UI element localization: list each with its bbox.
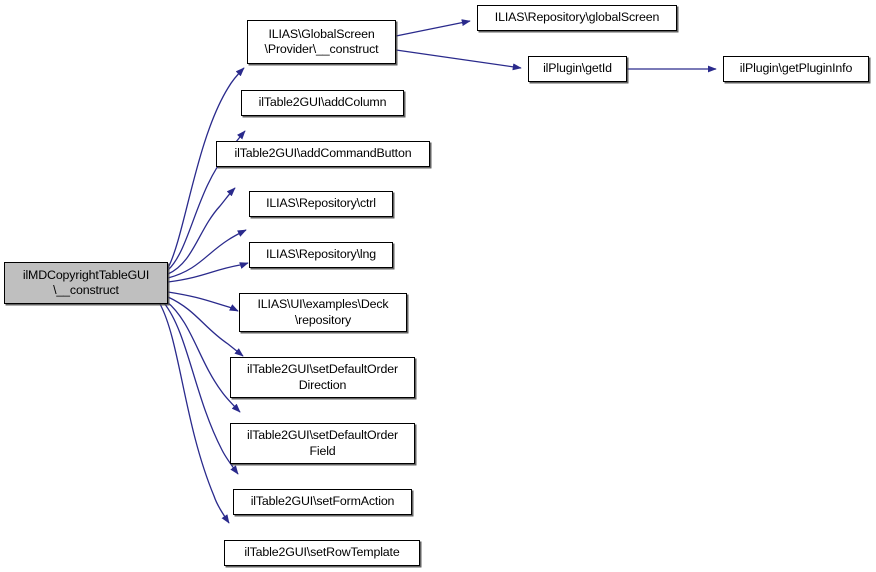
graph-node-label: ilTable2GUI\setFormAction bbox=[250, 494, 395, 509]
graph-edge-root-to-setformaction bbox=[163, 302, 239, 475]
graph-node-addcolumn[interactable]: ilTable2GUI\addColumn bbox=[241, 90, 404, 116]
graph-edge-root-to-repository_ctrl bbox=[167, 229, 247, 279]
graph-edge-root-to-setdefaultorderfield bbox=[165, 300, 241, 413]
graph-node-addcommandbutton[interactable]: ilTable2GUI\addCommandButton bbox=[216, 141, 430, 167]
graph-node-label: ILIAS\GlobalScreen \Provider\__construct bbox=[264, 26, 379, 57]
graph-edge-globalscreen_provider_construct-to-ilplugin_getid bbox=[395, 49, 522, 71]
graph-edge-root-to-setrowtemplate bbox=[159, 303, 230, 524]
graph-node-ilplugin_getplugininfo[interactable]: ilPlugin\getPluginInfo bbox=[723, 56, 869, 82]
graph-node-setformaction[interactable]: ilTable2GUI\setFormAction bbox=[233, 489, 412, 515]
graph-node-label: ILIAS\Repository\ctrl bbox=[266, 196, 376, 211]
graph-node-label: ILIAS\Repository\lng bbox=[266, 247, 376, 262]
graph-node-setdefaultorderfield[interactable]: ilTable2GUI\setDefaultOrder Field bbox=[230, 423, 415, 464]
graph-edge-root-to-setdefaultorderdirection bbox=[167, 296, 244, 357]
graph-node-setdefaultorderdirection[interactable]: ilTable2GUI\setDefaultOrder Direction bbox=[230, 357, 415, 398]
graph-node-label: ilTable2GUI\setDefaultOrder Direction bbox=[247, 362, 398, 392]
graph-node-label: ilTable2GUI\addCommandButton bbox=[234, 146, 412, 161]
graph-node-root[interactable]: ilMDCopyrightTableGUI \__construct bbox=[4, 262, 168, 304]
graph-edge-root-to-addcommandbutton bbox=[167, 187, 236, 275]
graph-node-repository_lng[interactable]: ILIAS\Repository\lng bbox=[249, 242, 393, 268]
graph-node-ui_examples_deck_repository[interactable]: ILIAS\UI\examples\Deck \repository bbox=[239, 293, 407, 332]
graph-node-repository_globalscreen[interactable]: ILIAS\Repository\globalScreen bbox=[477, 5, 677, 31]
graph-node-label: ILIAS\UI\examples\Deck \repository bbox=[257, 297, 389, 327]
graph-node-label: ilMDCopyrightTableGUI \__construct bbox=[22, 267, 150, 298]
graph-edge-root-to-globalscreen_provider_construct bbox=[167, 67, 245, 269]
graph-node-label: ILIAS\Repository\globalScreen bbox=[494, 10, 660, 25]
graph-edge-root-to-repository_lng bbox=[167, 262, 249, 283]
graph-edge-globalscreen_provider_construct-to-repository_globalscreen bbox=[395, 19, 471, 37]
graph-node-repository_ctrl[interactable]: ILIAS\Repository\ctrl bbox=[249, 191, 393, 217]
graph-node-label: ilTable2GUI\addColumn bbox=[258, 95, 387, 110]
graph-node-label: ilTable2GUI\setDefaultOrder Field bbox=[247, 428, 398, 458]
graph-node-ilplugin_getid[interactable]: ilPlugin\getId bbox=[528, 56, 627, 82]
graph-node-globalscreen_provider_construct[interactable]: ILIAS\GlobalScreen \Provider\__construct bbox=[247, 20, 396, 64]
graph-edge-root-to-ui_examples_deck_repository bbox=[167, 291, 239, 312]
graph-node-setrowtemplate[interactable]: ilTable2GUI\setRowTemplate bbox=[224, 540, 420, 566]
graph-node-label: ilPlugin\getId bbox=[543, 61, 612, 76]
graph-node-label: ilPlugin\getPluginInfo bbox=[739, 61, 853, 76]
graph-node-label: ilTable2GUI\setRowTemplate bbox=[244, 545, 400, 560]
